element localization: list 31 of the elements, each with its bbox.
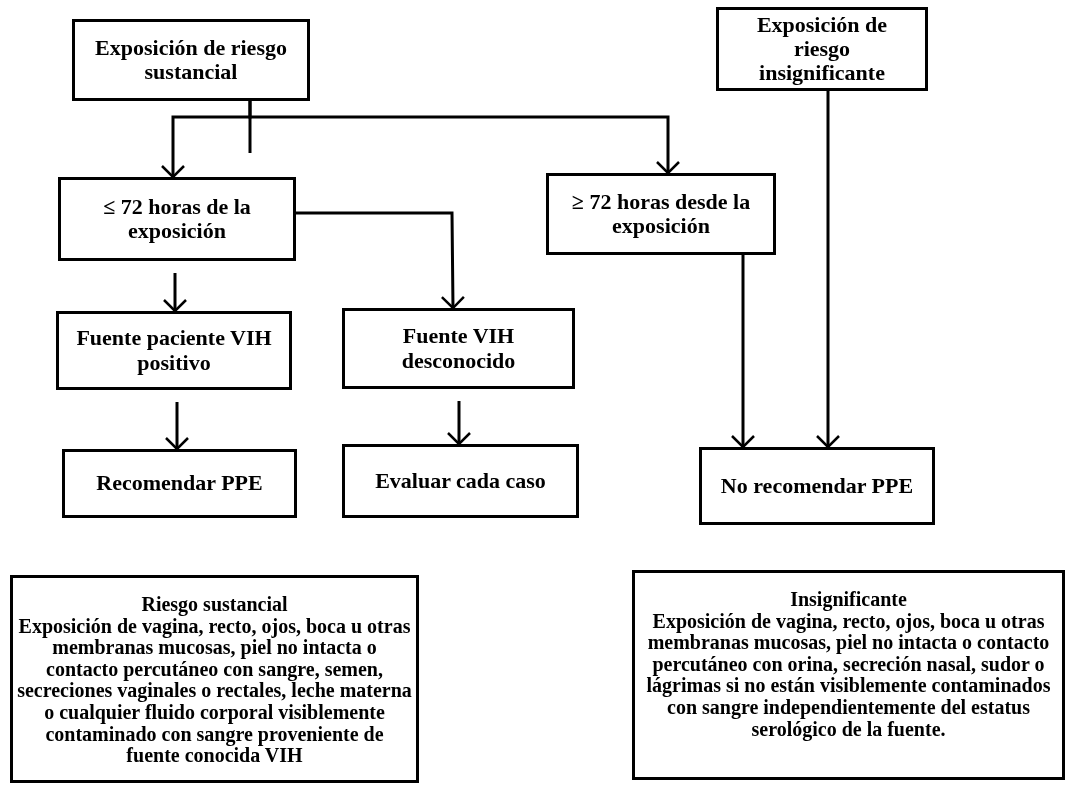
- box-label: No recomendar PPE: [720, 473, 914, 499]
- decision-box: [58, 177, 296, 261]
- arrow: [164, 402, 190, 451]
- box-label: Exposición de riesgo insignificante: [755, 12, 889, 86]
- box-label: ≥ 72 horas desde la exposición: [570, 189, 752, 239]
- box-label: Fuente VIH desconocido: [400, 324, 517, 373]
- box-label: ≤ 72 horas de la exposición: [102, 194, 252, 244]
- outcome-box: [62, 449, 297, 518]
- box-description: Exposición de vagina, recto, ojos, boca u otras membranas mucosas, piel no intacta o contacto percutáneo con orina, secreción nasal, sudor o lágrimas si no están visiblemente contaminados con sangre independientemente del estatus serológico de la fuente.: [645, 610, 1052, 741]
- arrow: [446, 401, 472, 446]
- box-label: Fuente paciente VIH positivo: [75, 326, 273, 375]
- process-box: [72, 19, 310, 101]
- process-box: [716, 7, 928, 91]
- arrow: [296, 211, 466, 310]
- box-label: Exposición de riesgo sustancial: [94, 35, 288, 85]
- box-description: Exposición de vagina, recto, ojos, boca u otras membranas mucosas, piel no intacta o contacto percutáneo con sangre, semen, secreciones vaginales o rectales, leche materna o cualquier fluido corporal visiblemente contaminado con sangre proveniente de fuente conocida VIH: [17, 615, 412, 767]
- outcome-box: [342, 444, 579, 518]
- box-label: Recomendar PPE: [96, 471, 263, 496]
- arrow: [730, 255, 756, 449]
- box-heading: Insignificante: [790, 589, 907, 611]
- process-box: [56, 311, 292, 390]
- outcome-box: [699, 447, 935, 525]
- arrow: [815, 91, 841, 449]
- box-label: Evaluar cada caso: [375, 468, 546, 494]
- box-heading: Riesgo sustancial: [141, 594, 288, 616]
- definition-box: [632, 570, 1065, 780]
- process-box: [342, 308, 575, 389]
- arrow: [162, 273, 188, 313]
- arrow: [248, 101, 681, 175]
- definition-box: [10, 575, 419, 783]
- decision-box: [546, 173, 776, 255]
